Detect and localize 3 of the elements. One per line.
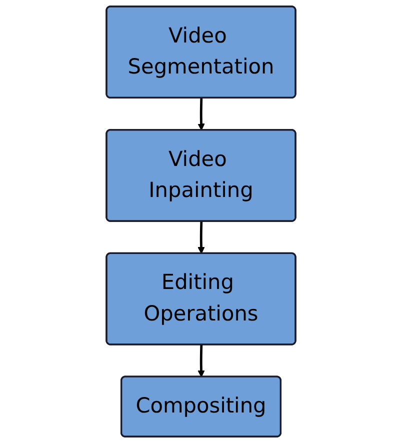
arrow xyxy=(198,221,205,254)
arrow xyxy=(198,98,205,130)
arrow xyxy=(198,344,205,378)
